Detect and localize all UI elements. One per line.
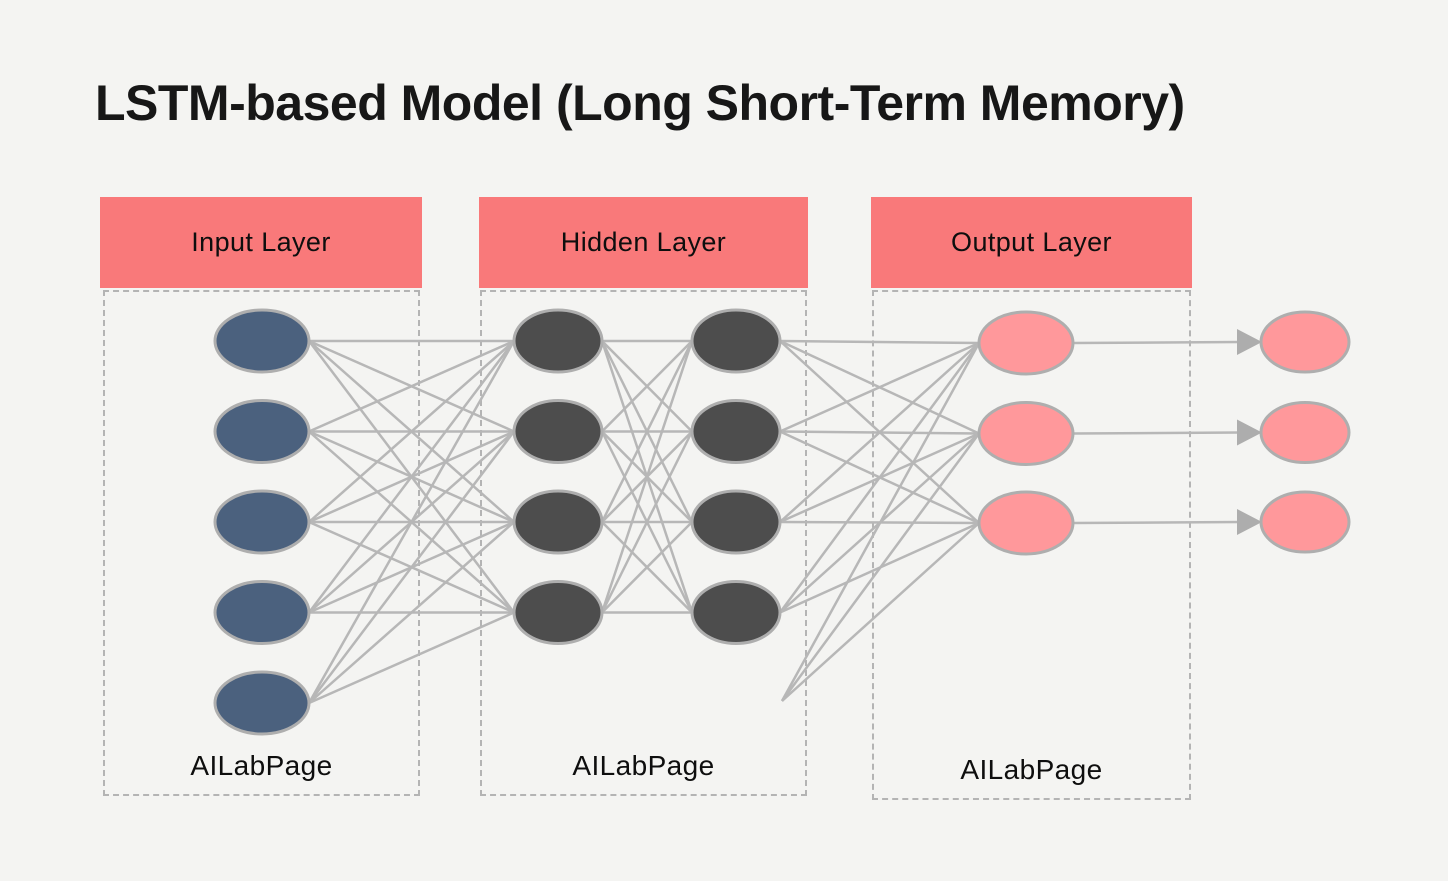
arrow-head-icon — [1237, 419, 1262, 446]
diagram-title: LSTM-based Model (Long Short-Term Memory… — [95, 75, 1185, 131]
hidden-layer-label: Hidden Layer — [560, 227, 727, 257]
input-layer-watermark: AILabPage — [190, 750, 333, 781]
hidden-layer-region: AILabPage — [480, 290, 807, 796]
result-node — [1259, 401, 1351, 464]
input-layer-label: Input Layer — [191, 227, 331, 257]
input-layer-header: Input Layer — [100, 197, 422, 288]
hidden-layer-watermark: AILabPage — [572, 750, 715, 781]
output-layer-region: AILabPage — [872, 290, 1191, 800]
result-node — [1259, 490, 1351, 554]
output-layer-header: Output Layer — [871, 197, 1192, 288]
result-node — [1259, 310, 1351, 374]
input-layer-region: AILabPage — [103, 290, 420, 796]
output-layer-watermark: AILabPage — [960, 754, 1103, 785]
hidden-layer-header: Hidden Layer — [479, 197, 808, 288]
arrow-head-icon — [1237, 329, 1262, 355]
output-layer-label: Output Layer — [951, 227, 1112, 257]
arrow-head-icon — [1237, 509, 1262, 535]
